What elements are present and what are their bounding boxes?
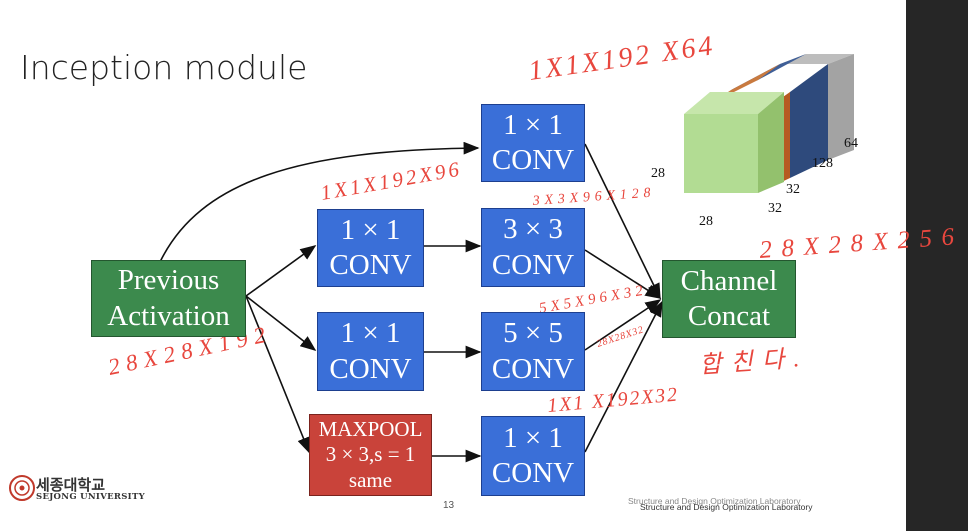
page-number: 13 [443,500,455,511]
maxpool-box: MAXPOOL 3 × 3,s = 1 same [309,414,432,496]
cube-side-gray [828,54,854,160]
cube-front-green [684,114,758,193]
edge-prev-b [245,295,317,351]
edge-pool-concat [584,300,663,453]
ink-c3: 3X3X96X128 [531,186,651,209]
ink-reduce3: 1X1X192X96 [319,157,462,205]
ink-c5b: 28X28X32 [596,325,645,350]
cube-label-d3: 128 [812,156,833,171]
university-name-korean: 세종대학교 [36,476,106,494]
right-black-bar [906,0,968,531]
slide-title: Inception module [20,48,308,87]
edge-top-concat [584,143,661,300]
conv-1x1-reduce3-box: 1 × 1 CONV [317,209,424,287]
cube-label-d1: 32 [768,201,782,216]
ink-output: 28X28X256 [759,223,956,264]
edge-5x5-concat [584,299,662,351]
cube-top-gray [780,54,854,64]
lab-name-faded: Structure and Design Optimization Labora… [628,496,801,506]
previous-activation-box: Previous Activation [91,260,246,337]
cube-side-lightgreen [758,92,784,193]
channel-concat-box: Channel Concat [662,260,796,338]
edge-prev-top [159,141,480,263]
sejong-logo [9,475,35,501]
lab-name: Structure and Design Optimization Labora… [640,502,813,512]
ink-top: 1X1X192 X64 [527,30,715,86]
edge-prev-a [245,245,317,297]
university-name-english: SEJONG UNIVERSITY [36,492,145,502]
conv-5x5-box: 5 × 5 CONV [481,312,585,391]
ink-korean: 합친다. [699,345,801,379]
conv-1x1-top-box: 1 × 1 CONV [481,104,585,182]
cube-side-blue [790,64,828,178]
cube-label-d4: 64 [844,136,858,151]
conv-1x1-pool-box: 1 × 1 CONV [481,416,585,496]
conv-3x3-box: 3 × 3 CONV [481,208,585,287]
cube-top-green [684,92,784,114]
cube-label-height: 28 [651,166,665,181]
conv-1x1-reduce5-box: 1 × 1 CONV [317,312,424,391]
output-volume-cube: 28 28 32 32 128 64 [651,54,858,229]
cube-label-width: 28 [699,214,713,229]
edge-prev-pool [245,295,310,454]
cube-label-d2: 32 [786,182,800,197]
edge-3x3-concat [584,249,662,299]
